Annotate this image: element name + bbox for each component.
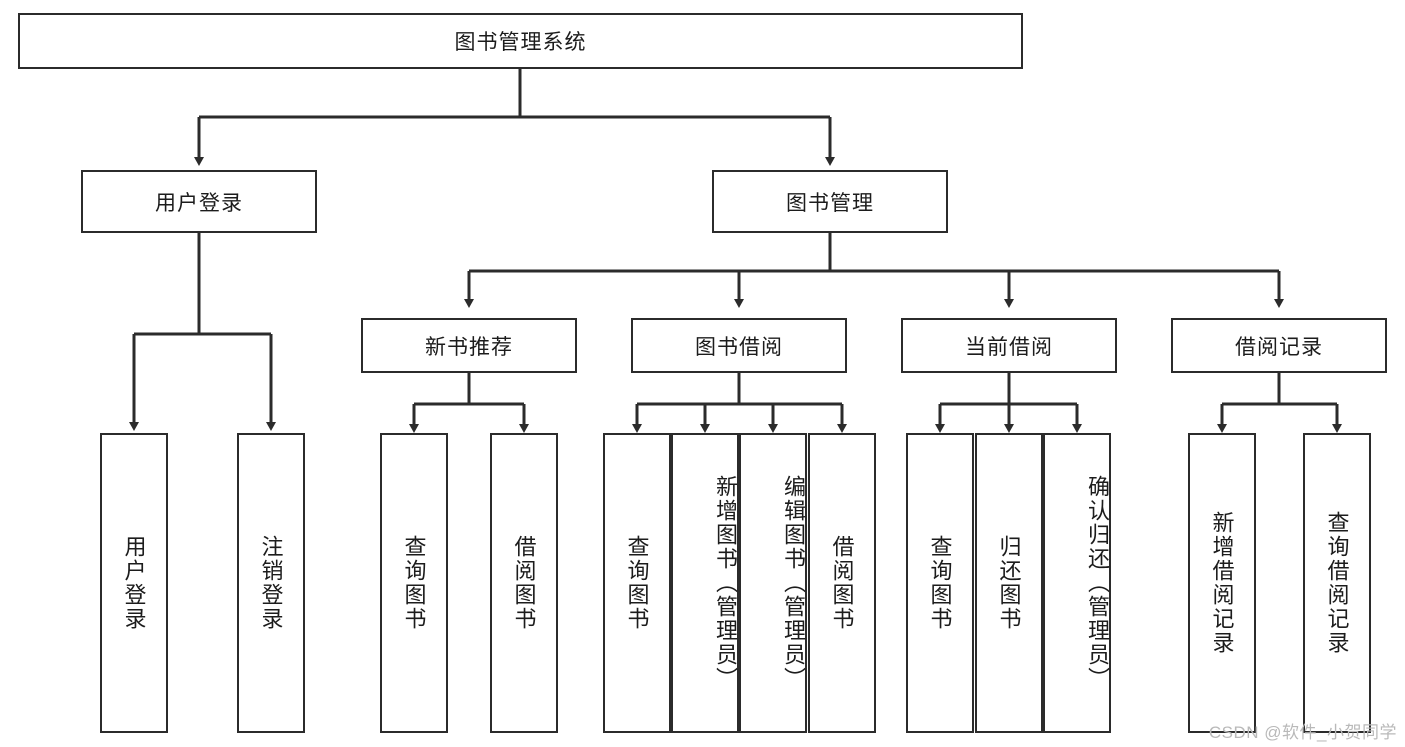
leaf-bookborrow-edit-book[interactable]: 编辑图书（管理员） [739, 433, 807, 733]
leaf-bookborrow-query-book[interactable]: 查询图书 [603, 433, 671, 733]
leaf-logout[interactable]: 注销登录 [237, 433, 305, 733]
leaf-currentborrow-query-book-label: 查询图书 [927, 535, 953, 631]
watermark: CSDN @软件_小贺同学 [1208, 723, 1397, 742]
leaf-newbook-query-book-label: 查询图书 [401, 535, 427, 631]
leaf-bookborrow-borrow-book[interactable]: 借阅图书 [808, 433, 876, 733]
node-root-label: 图书管理系统 [454, 31, 587, 54]
leaf-borrowrecord-query-record-label: 查询借阅记录 [1324, 511, 1350, 655]
leaf-bookborrow-add-book[interactable]: 新增图书（管理员） [671, 433, 739, 733]
leaf-currentborrow-return-book[interactable]: 归还图书 [975, 433, 1043, 733]
leaf-bookborrow-borrow-book-label: 借阅图书 [829, 535, 855, 631]
node-book-management-label: 图书管理 [786, 191, 874, 215]
node-user-login-label: 用户登录 [155, 191, 243, 215]
leaf-borrowrecord-query-record[interactable]: 查询借阅记录 [1303, 433, 1371, 733]
leaf-newbook-query-book[interactable]: 查询图书 [380, 433, 448, 733]
leaf-bookborrow-edit-book-label: 编辑图书（管理员） [781, 475, 806, 691]
node-borrow-record[interactable]: 借阅记录 [1171, 318, 1387, 373]
leaf-logout-label: 注销登录 [258, 535, 284, 631]
node-book-management[interactable]: 图书管理 [712, 170, 948, 233]
leaf-bookborrow-add-book-label: 新增图书（管理员） [713, 475, 738, 691]
node-new-book-recommend[interactable]: 新书推荐 [361, 318, 577, 373]
node-user-login[interactable]: 用户登录 [81, 170, 317, 233]
node-current-borrow[interactable]: 当前借阅 [901, 318, 1117, 373]
leaf-newbook-borrow-book[interactable]: 借阅图书 [490, 433, 558, 733]
leaf-newbook-borrow-book-label: 借阅图书 [511, 535, 537, 631]
leaf-user-login-label: 用户登录 [121, 535, 147, 631]
node-current-borrow-label: 当前借阅 [965, 335, 1053, 359]
node-new-book-recommend-label: 新书推荐 [425, 335, 513, 359]
node-root[interactable]: 图书管理系统 [18, 13, 1023, 69]
node-book-borrow[interactable]: 图书借阅 [631, 318, 847, 373]
leaf-currentborrow-return-book-label: 归还图书 [996, 535, 1022, 631]
leaf-borrowrecord-add-record-label: 新增借阅记录 [1209, 511, 1235, 655]
leaf-currentborrow-confirm-return[interactable]: 确认归还（管理员） [1043, 433, 1111, 733]
leaf-bookborrow-query-book-label: 查询图书 [624, 535, 650, 631]
node-book-borrow-label: 图书借阅 [695, 335, 783, 359]
leaf-user-login[interactable]: 用户登录 [100, 433, 168, 733]
leaf-borrowrecord-add-record[interactable]: 新增借阅记录 [1188, 433, 1256, 733]
node-borrow-record-label: 借阅记录 [1235, 335, 1323, 359]
leaf-currentborrow-confirm-return-label: 确认归还（管理员） [1085, 475, 1110, 691]
leaf-currentborrow-query-book[interactable]: 查询图书 [906, 433, 974, 733]
